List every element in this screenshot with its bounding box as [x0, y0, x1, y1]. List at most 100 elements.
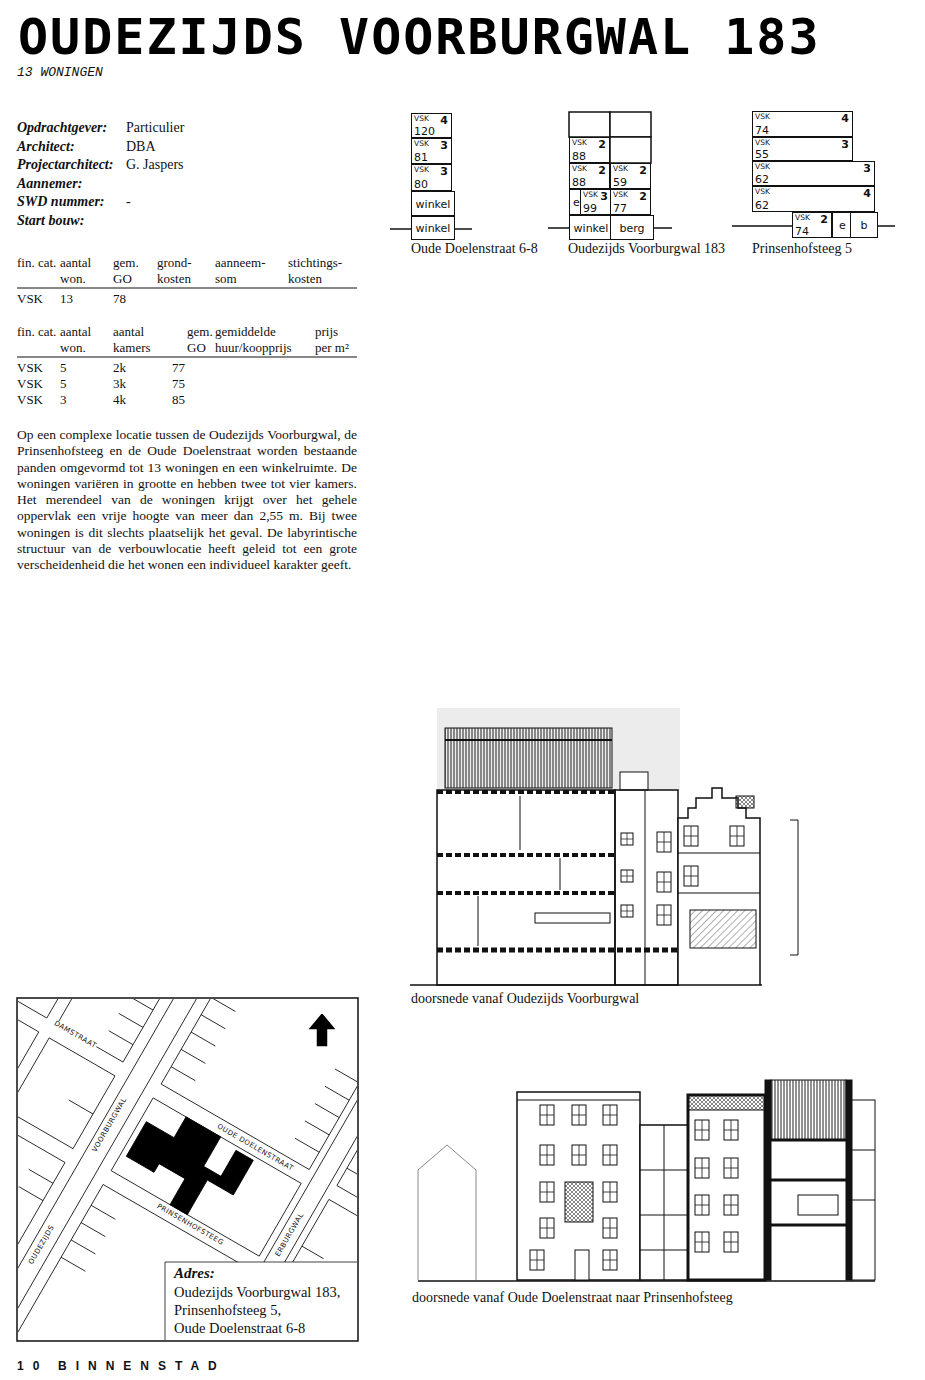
- table-cell: 3k: [113, 376, 126, 392]
- table-cell: 5: [60, 376, 67, 392]
- section-drawing-part: [771, 1179, 846, 1182]
- table-header: aanneem- som: [215, 255, 277, 287]
- table-header: fin. cat.: [17, 324, 57, 340]
- table-header: aantal won.: [60, 255, 105, 287]
- page-number: 10: [17, 1360, 48, 1374]
- table-cell: 3: [60, 392, 67, 408]
- address-line: Oudezijds Voorburgwal 183,: [174, 1284, 340, 1301]
- section-drawing-part: [572, 1145, 586, 1165]
- section-drawing-part: [724, 1232, 738, 1252]
- category-code: VSK: [755, 188, 770, 196]
- category-code: VSK: [613, 191, 628, 199]
- section-drawing-part: [688, 1095, 765, 1280]
- room-count: 2: [639, 191, 647, 202]
- room-count: 2: [598, 165, 606, 176]
- section-drawing-part: [695, 1232, 709, 1252]
- field-key: Opdrachtgever:: [17, 120, 107, 136]
- site-map-part: [18, 999, 357, 1340]
- floor-area: 88: [572, 177, 586, 188]
- room-count: 3: [440, 140, 448, 151]
- floor-area: 77: [613, 203, 627, 214]
- site-map-part-part: [165, 1262, 357, 1340]
- unit-box: winkel: [411, 216, 455, 240]
- section-drawing-part: [418, 1145, 476, 1280]
- table-header: grond- kosten: [157, 255, 207, 287]
- body-text: Op een complexe locatie tussen de Oudezi…: [17, 427, 357, 574]
- unit-label: winkel: [412, 223, 454, 234]
- table-header: prijs per m²: [315, 324, 357, 356]
- site-map-part-part-part: [18, 1124, 65, 1340]
- site-map-part-part-part: [18, 999, 177, 1018]
- field-value: -: [126, 194, 131, 210]
- section-drawing-part: [530, 1250, 544, 1270]
- section-drawing-part: [771, 1080, 846, 1140]
- section-drawing-part: [603, 1218, 617, 1238]
- section-drawing-part: [540, 1218, 554, 1238]
- section-drawing-part: [621, 905, 633, 917]
- site-map-part-part-part: [337, 999, 357, 1271]
- table-header: gemiddelde huur/koopprijs: [215, 324, 313, 356]
- address-line: Oude Doelenstraat 6-8: [174, 1320, 305, 1337]
- unit-box: VSK288: [569, 163, 610, 189]
- section-drawing-part: [437, 708, 680, 790]
- field-key: Aannemer:: [17, 176, 82, 192]
- section-drawing-part: [603, 1182, 617, 1202]
- section-drawing-part: [437, 790, 615, 985]
- field-key: Architect:: [17, 139, 75, 155]
- table-header: fin. cat.: [17, 255, 57, 271]
- floor-area: 59: [613, 177, 627, 188]
- section-drawing-part: [437, 948, 680, 953]
- page-title: OUDEZIJDS VOORBURGWAL 183: [18, 12, 821, 62]
- site-map-part-part: [307, 1012, 337, 1047]
- unit-box: VSK474: [752, 111, 853, 137]
- unit-label: winkel: [570, 222, 612, 233]
- diagram-caption: Prinsenhofsteeg 5: [752, 241, 852, 257]
- table-cell: VSK: [17, 392, 43, 408]
- table-cell: VSK: [17, 291, 43, 307]
- section-drawing-part: [657, 832, 671, 852]
- room-count: 3: [863, 163, 871, 174]
- table-header: stichtings- kosten: [288, 255, 358, 287]
- site-map-part: [17, 998, 358, 1341]
- section-drawing-part: [684, 866, 698, 886]
- diagram-caption: Oude Doelenstraat 6-8: [411, 241, 538, 257]
- section-drawing-part: [565, 1182, 593, 1222]
- room-count: 2: [820, 214, 828, 225]
- section-drawing-part: [736, 796, 754, 808]
- address-line: Prinsenhofsteeg 5,: [174, 1302, 281, 1319]
- section-drawing-part: [657, 872, 671, 892]
- ground-lines-part: [732, 225, 792, 227]
- unit-label: berg: [611, 222, 653, 233]
- section-drawing-part: [790, 820, 798, 955]
- drawing-caption: doorsnede vanaf Oudezijds Voorburgwal: [411, 991, 639, 1007]
- room-count: 4: [863, 188, 871, 199]
- floor-area: 80: [414, 179, 428, 190]
- unit-box: winkel: [569, 215, 613, 240]
- section-drawing-part: [645, 790, 646, 985]
- section-drawing-part: [540, 1145, 554, 1165]
- floor-area: 81: [414, 152, 428, 163]
- section-drawing-part: [478, 896, 479, 946]
- section-drawing-part: [437, 853, 615, 857]
- section-drawing-part: [695, 1195, 709, 1215]
- room-count: 3: [841, 139, 849, 150]
- section-drawing-part: [724, 1120, 738, 1140]
- section-drawing-part: [695, 1120, 709, 1140]
- section-drawing-part: [664, 1125, 665, 1280]
- floor-area: 88: [572, 151, 586, 162]
- ground-lines-part: [875, 225, 895, 227]
- section-drawing-part: [575, 1250, 589, 1280]
- section-drawing-part: [540, 1105, 554, 1125]
- site-map-part-part-part: [116, 1101, 255, 1230]
- table-cell: 75: [172, 376, 185, 392]
- section-drawing-part: [765, 1080, 771, 1280]
- street-name: OUDEZIJDS: [28, 1223, 57, 1266]
- section-drawing-part: [657, 905, 671, 925]
- schematic-cells-part: [610, 112, 651, 137]
- section-drawing-part: [603, 1250, 617, 1270]
- unit-box: b: [850, 212, 878, 238]
- section-drawing-part: [690, 910, 756, 948]
- category-code: VSK: [755, 139, 770, 147]
- section-drawing-part: [852, 1200, 875, 1201]
- table-cell: VSK: [17, 376, 43, 392]
